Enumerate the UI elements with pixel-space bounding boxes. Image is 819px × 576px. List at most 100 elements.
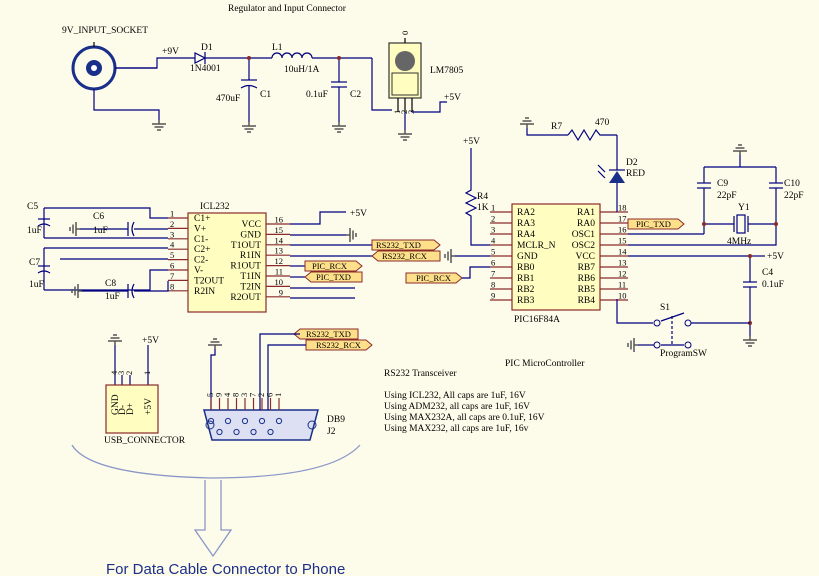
regulator-section-title: Regulator and Input Connector bbox=[228, 4, 347, 14]
db9-pin-hole bbox=[267, 428, 274, 436]
led-d2 bbox=[597, 135, 625, 212]
svg-text:RS232_TXD: RS232_TXD bbox=[376, 240, 421, 250]
net-9v-label: +9V bbox=[162, 47, 179, 57]
pic-pin-number: 15 bbox=[618, 236, 627, 246]
icl232-pin-name: T1IN bbox=[240, 272, 261, 282]
inductor-l1 bbox=[271, 52, 313, 59]
svg-text:PIC_RCX: PIC_RCX bbox=[312, 261, 347, 271]
pic-pin-name: RB1 bbox=[517, 274, 535, 284]
icl232-pin-name: GND bbox=[240, 230, 261, 240]
db9-pin-hole bbox=[207, 417, 215, 425]
regulator-pin-3: 3 bbox=[406, 110, 416, 114]
pic-pin-number: 12 bbox=[618, 269, 627, 279]
db9-name: DB9 bbox=[327, 415, 345, 425]
usb-pin-name: D- bbox=[118, 405, 128, 415]
pic-pin-name: RA3 bbox=[517, 219, 535, 229]
pic-pin-name: MCLR_N bbox=[517, 241, 556, 251]
pic-pin-number: 16 bbox=[618, 225, 627, 235]
pic-pin-number: 2 bbox=[491, 214, 495, 224]
port-pic-txd-icl: PIC_TXD bbox=[304, 271, 363, 283]
regulator-tab-label: 0 bbox=[400, 31, 410, 35]
usb-pin-number: 3 bbox=[116, 371, 126, 375]
db9-pin-hole bbox=[241, 417, 249, 425]
pic-pin-name: VCC bbox=[575, 252, 595, 262]
icl232-pin-name: VCC bbox=[241, 220, 261, 230]
usb-pin-number: 4 bbox=[109, 370, 119, 375]
icl232-pin-number: 6 bbox=[170, 261, 174, 271]
icl232-pin-name: R2OUT bbox=[230, 293, 261, 303]
pic-pin-name: RB7 bbox=[578, 263, 596, 273]
icl232-pin-number: 5 bbox=[170, 250, 174, 260]
pic-pin-number: 7 bbox=[491, 269, 495, 279]
usb-5v-label: +5V bbox=[142, 336, 159, 346]
regulator-lm7805 bbox=[388, 38, 422, 112]
svg-text:PIC_TXD: PIC_TXD bbox=[316, 272, 351, 282]
db9-ref: J2 bbox=[327, 427, 336, 437]
usb-pin-number: 2 bbox=[124, 371, 134, 375]
db9-pin-number: 1 bbox=[273, 393, 283, 397]
pic-pin-name: RA1 bbox=[577, 208, 595, 218]
pic-pin-name: RB4 bbox=[578, 296, 596, 306]
resistor-r7 bbox=[567, 128, 617, 142]
pic-pin-name: OSC1 bbox=[572, 230, 595, 240]
db9-pin-number: 5 bbox=[205, 393, 215, 397]
icl232-pin-name: T2OUT bbox=[194, 276, 224, 286]
capacitor-c8 bbox=[82, 281, 169, 299]
capacitor-c1 bbox=[240, 56, 258, 122]
r4-5v-label: +5V bbox=[463, 137, 480, 147]
usb-pin-name: GND bbox=[111, 394, 121, 415]
c6-ref: C6 bbox=[93, 212, 104, 222]
icl232-name: ICL232 bbox=[200, 202, 230, 212]
icl232-pin-name: C2- bbox=[194, 256, 208, 266]
d1-part: 1N4001 bbox=[190, 64, 221, 74]
pic-pin-name: OSC2 bbox=[572, 241, 595, 251]
icl232-pin-number: 12 bbox=[275, 256, 284, 266]
icl232-pin-number: 14 bbox=[275, 235, 284, 245]
port-rs232-rcx-db9: RS232_RCX bbox=[305, 339, 373, 351]
icl232-pin-number: 8 bbox=[170, 281, 174, 291]
icl232-pin-name: V- bbox=[194, 266, 203, 276]
l1-ref: L1 bbox=[272, 43, 283, 53]
c10-value: 22pF bbox=[784, 191, 804, 201]
pic-pin-name: RA2 bbox=[517, 208, 535, 218]
c2-value: 0.1uF bbox=[306, 90, 328, 100]
pic-pin-name: RA0 bbox=[577, 219, 595, 229]
bottom-caption: For Data Cable Connector to Phone bbox=[106, 561, 345, 576]
db9-pin-number: 8 bbox=[231, 393, 241, 397]
port-pic-rcx-icl: PIC_RCX bbox=[304, 260, 363, 272]
c9-value: 22pF bbox=[717, 191, 737, 201]
c10-ref: C10 bbox=[784, 179, 800, 189]
notes-line-4: Using MAX232, all caps are 1uF, 16v bbox=[384, 424, 529, 434]
s1-label: ProgramSW bbox=[660, 349, 707, 359]
regulator-pin-2: 2 bbox=[399, 110, 409, 114]
icl232-pin-number: 3 bbox=[170, 229, 174, 239]
db9-pin-number: 7 bbox=[248, 393, 258, 397]
db9-pin-number: 3 bbox=[239, 393, 249, 397]
c9-ref: C9 bbox=[717, 179, 728, 189]
pic-name: PIC16F84A bbox=[514, 315, 560, 325]
pic-pin-number: 3 bbox=[491, 225, 495, 235]
icl232-pin-number: 11 bbox=[275, 267, 283, 277]
db9-pin-hole bbox=[250, 428, 257, 436]
l1-value: 10uH/1A bbox=[284, 65, 320, 75]
db9-pin-hole bbox=[224, 417, 232, 425]
pic-pin-number: 18 bbox=[618, 203, 627, 213]
icl232-pin-name: T2IN bbox=[240, 282, 261, 292]
c1-ref: C1 bbox=[260, 90, 271, 100]
svg-text:RS232_RCX: RS232_RCX bbox=[316, 340, 361, 350]
capacitor-c9 bbox=[697, 167, 711, 234]
port-pic-txd-pic: PIC_TXD bbox=[627, 218, 685, 230]
r4-value: 1K bbox=[477, 203, 489, 213]
c6-value: 1uF bbox=[93, 226, 108, 236]
s1-ref: S1 bbox=[660, 303, 670, 313]
icl232-pin-name: V+ bbox=[194, 224, 206, 234]
port-rs232-rcx-right: RS232_RCX bbox=[371, 250, 441, 262]
pic-pin-name: RB5 bbox=[578, 285, 596, 295]
port-pic-rcx-pic: PIC_RCX bbox=[405, 272, 463, 284]
capacitor-c10 bbox=[769, 167, 783, 234]
db9-pin-number: 6 bbox=[265, 393, 275, 397]
icl232-pin-name: T1OUT bbox=[231, 241, 261, 251]
pic-5v-label: +5V bbox=[767, 252, 784, 262]
notes-line-2: Using ADM232, all caps are 1uF, 16V bbox=[384, 402, 530, 412]
